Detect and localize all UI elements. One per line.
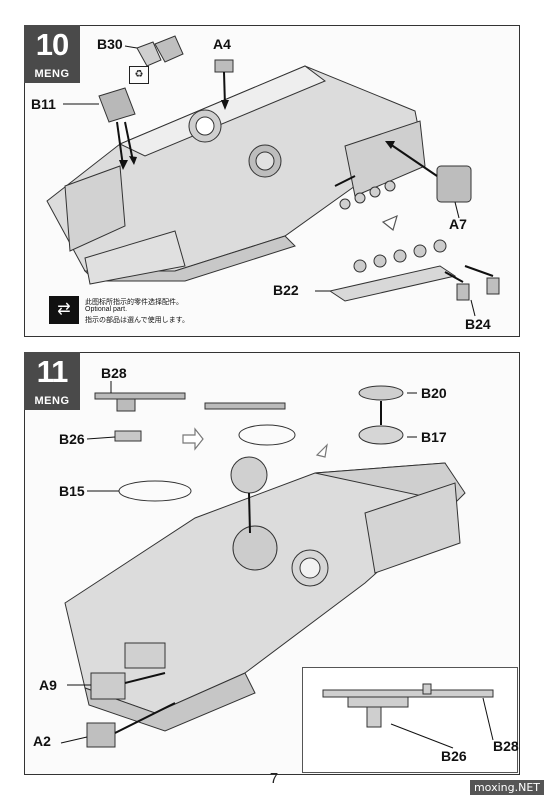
brand-logo-text: MENG <box>34 68 70 80</box>
step-number-badge: 10 MENG <box>24 25 80 83</box>
label-a7: A7 <box>449 216 467 232</box>
label-b20: B20 <box>421 385 447 401</box>
note-jp: 指示の部品は選んで使用します。 <box>85 317 189 324</box>
label-a2: A2 <box>33 733 51 749</box>
label-b28: B28 <box>101 365 127 381</box>
inset-machine-gun-illustration <box>322 683 494 749</box>
arrow-hint-icon <box>182 427 328 458</box>
step-10-illustration <box>46 35 500 317</box>
note-en: Optional part. <box>85 306 128 313</box>
inset-label-b26: B26 <box>441 748 467 764</box>
watermark: moxing.NET <box>469 780 544 795</box>
label-a9: A9 <box>39 677 57 693</box>
recycle-icon: ♻ <box>129 66 149 84</box>
label-b15: B15 <box>59 483 85 499</box>
label-b11: B11 <box>31 96 56 112</box>
page-number: 7 <box>269 770 279 787</box>
brand-logo-text: MENG <box>34 395 70 407</box>
arrow-hint-icon <box>381 214 398 232</box>
label-b26: B26 <box>59 431 85 447</box>
note-cn: 此图标所指示的零件选择配件。 <box>85 299 183 306</box>
inset-label-b28: B28 <box>493 738 519 754</box>
label-b24: B24 <box>465 316 491 332</box>
label-b30: B30 <box>97 36 123 52</box>
label-b22: B22 <box>273 282 299 298</box>
step-11-panel: 11 MENG <box>24 352 520 775</box>
step-10-panel: 10 MENG <box>24 25 520 337</box>
step-number: 10 <box>35 27 69 62</box>
step-number-badge: 11 MENG <box>24 352 80 410</box>
label-a4: A4 <box>213 36 231 52</box>
label-b17: B17 <box>421 429 447 445</box>
step-number: 11 <box>36 354 69 389</box>
optional-part-icon: ⇄ <box>49 296 79 324</box>
step-11-illustration <box>60 381 466 748</box>
detail-inset: B26 B28 <box>302 667 519 773</box>
